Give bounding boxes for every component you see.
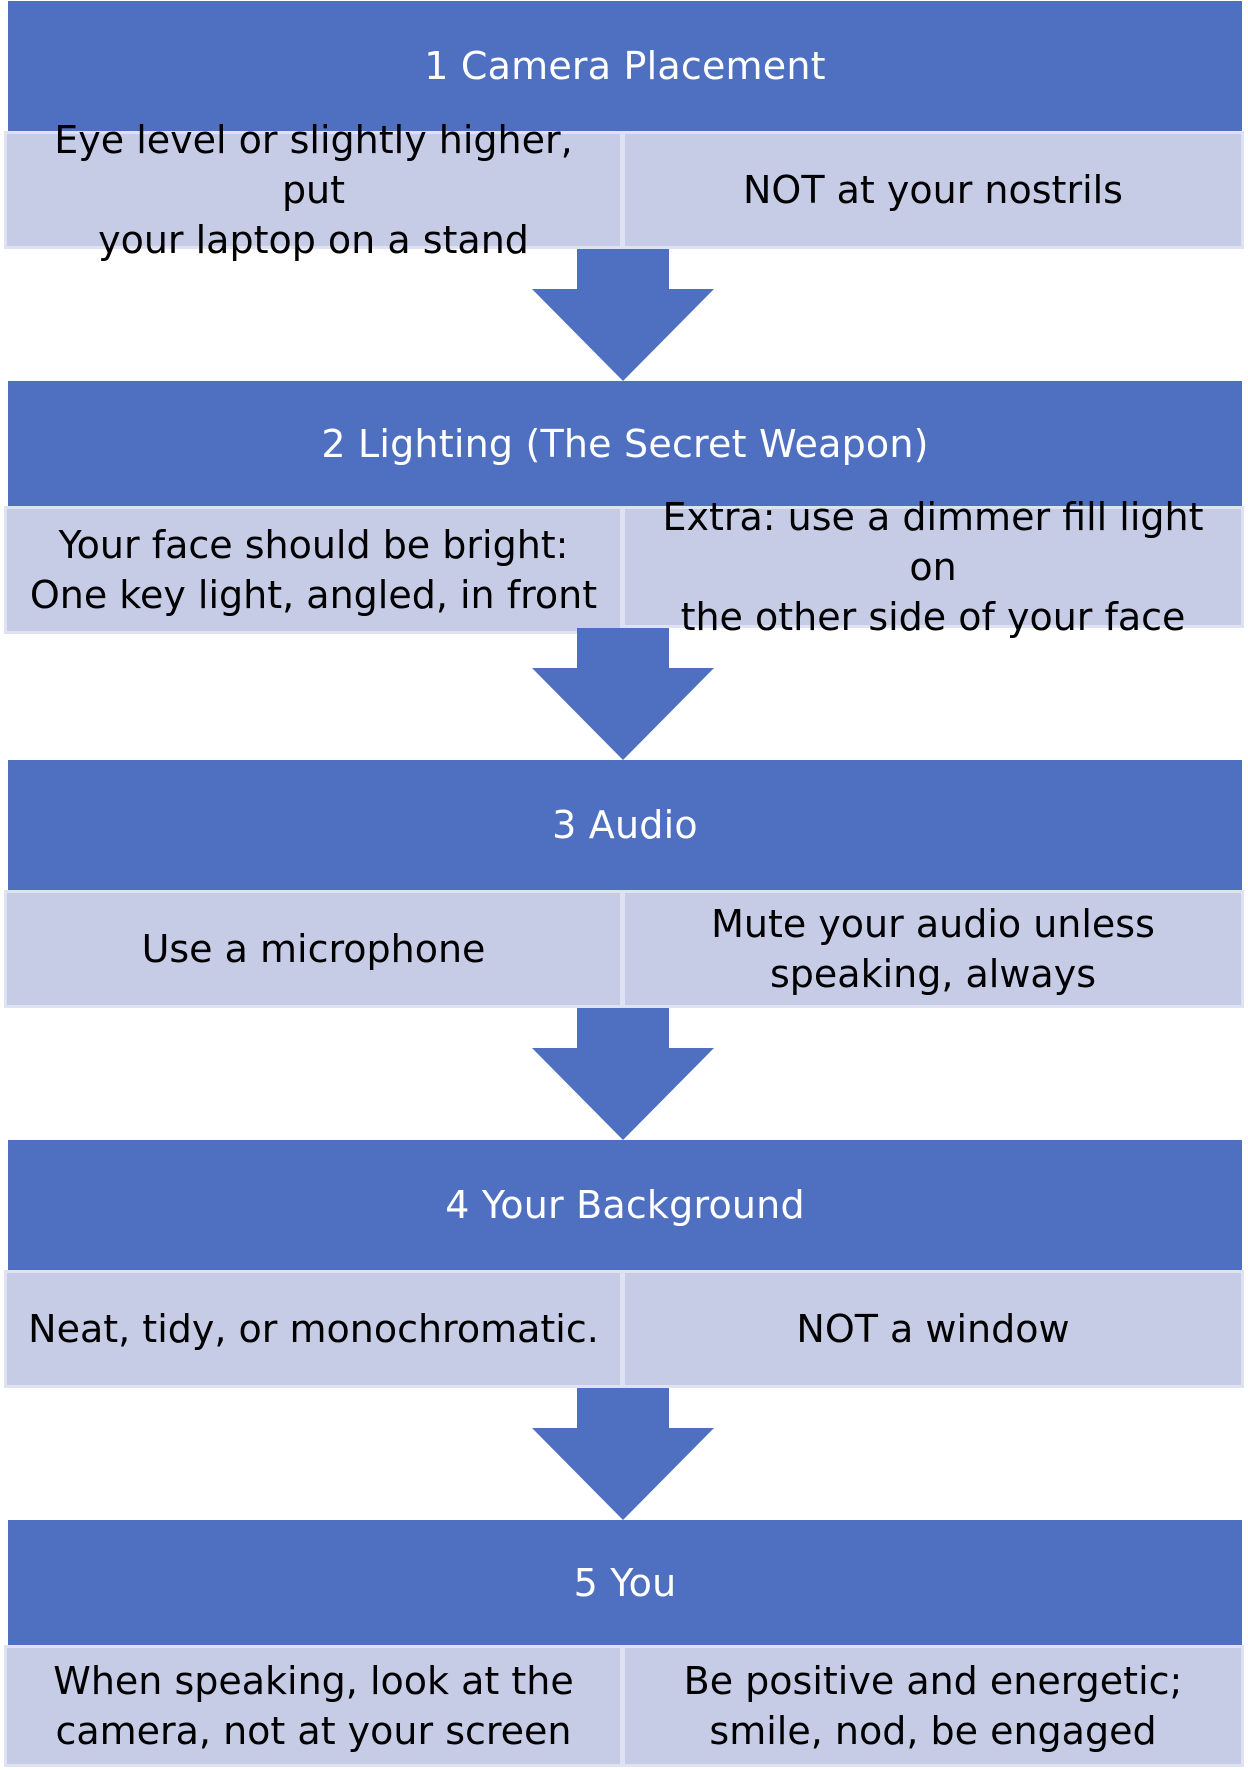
step-2-left-cell: Your face should be bright: One key ligh… [4, 506, 623, 634]
step-5-header: 5 You [8, 1520, 1242, 1645]
step-2-header: 2 Lighting (The Secret Weapon) [8, 381, 1242, 506]
step-3-header: 3 Audio [8, 760, 1242, 890]
step-3-right-cell: Mute your audio unless speaking, always [622, 890, 1244, 1008]
step-4-left-cell: Neat, tidy, or monochromatic. [4, 1270, 623, 1388]
down-arrow-icon [532, 249, 714, 381]
down-arrow-icon [532, 1008, 714, 1140]
down-arrow-icon [532, 628, 714, 760]
step-1-right-cell: NOT at your nostrils [622, 131, 1244, 249]
step-4-header: 4 Your Background [8, 1140, 1242, 1270]
step-1-left-cell: Eye level or slightly higher, put your l… [4, 118, 623, 262]
down-arrow-icon [532, 1388, 714, 1520]
step-5-right-cell: Be positive and energetic; smile, nod, b… [622, 1645, 1244, 1767]
step-2-right-cell: Extra: use a dimmer fill light on the ot… [622, 495, 1244, 639]
step-4-right-cell: NOT a window [622, 1270, 1244, 1388]
step-5-left-cell: When speaking, look at the camera, not a… [4, 1645, 623, 1767]
step-3-left-cell: Use a microphone [4, 890, 623, 1008]
step-1-header: 1 Camera Placement [8, 1, 1242, 131]
